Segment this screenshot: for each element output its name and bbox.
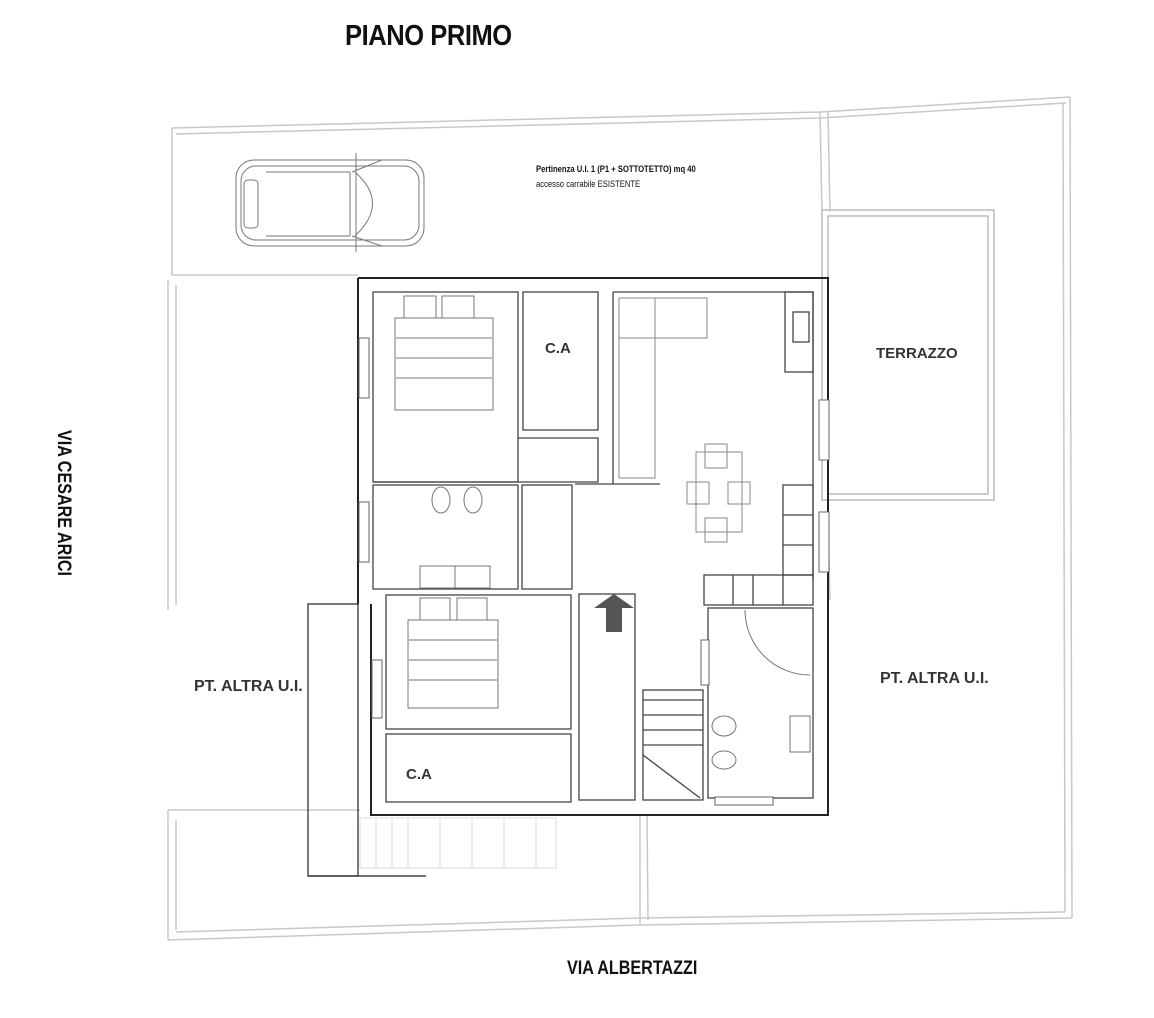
sanitary-fixtures (419, 486, 811, 770)
terrazzo-area (821, 209, 995, 501)
stair-arrow-icon (594, 594, 634, 632)
street-label-bottom: VIA ALBERTAZZI (567, 958, 698, 979)
plan-title: PIANO PRIMO (345, 20, 512, 52)
room-label-altra-right: PT. ALTRA U.I. (880, 670, 989, 687)
room-label-closet-bottom: C.A (406, 766, 432, 783)
room-label-altra-left: PT. ALTRA U.I. (194, 678, 303, 695)
access-note: accesso carrabile ESISTENTE (536, 179, 641, 189)
sofa-icon (618, 297, 708, 479)
windows (358, 337, 830, 806)
room-label-terrazzo: TERRAZZO (876, 345, 958, 362)
car-icon (235, 153, 425, 252)
interior-walls (372, 291, 814, 803)
lot-boundary (167, 96, 1073, 941)
outdoor-stair (359, 817, 557, 869)
dining-table-icon (686, 443, 751, 543)
bed-icon (394, 295, 499, 709)
street-label-left: VIA CESARE ARICI (53, 430, 74, 576)
pertinenza-note: Pertinenza U.I. 1 (P1 + SOTTOTETTO) mq 4… (536, 164, 696, 174)
room-label-closet-top: C.A (545, 340, 571, 357)
